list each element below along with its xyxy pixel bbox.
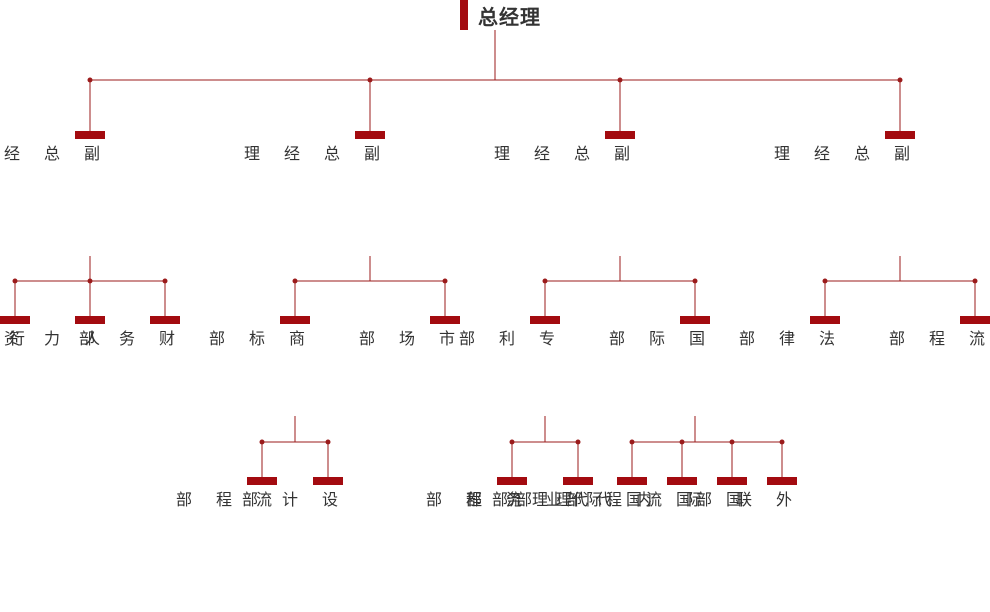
node-marker bbox=[430, 316, 460, 324]
node-marker bbox=[563, 477, 593, 485]
dept-label: 商标部 bbox=[206, 330, 305, 355]
node-marker bbox=[0, 316, 30, 324]
node-marker bbox=[960, 316, 990, 324]
dept-label: 行政部 bbox=[6, 330, 25, 355]
node-marker bbox=[355, 131, 385, 139]
sub-label: 国际业务部 bbox=[463, 491, 642, 516]
sub-label: 国际流程部 bbox=[563, 491, 742, 516]
node-marker bbox=[247, 477, 277, 485]
node-marker bbox=[75, 316, 105, 324]
dept-label: 人力资源部 bbox=[1, 330, 100, 355]
node-marker bbox=[150, 316, 180, 324]
dept-label: 法律部 bbox=[736, 330, 835, 355]
ceo-node: 总经理 bbox=[460, 0, 541, 30]
node-marker bbox=[885, 131, 915, 139]
dept-label: 专利部 bbox=[456, 330, 555, 355]
node-marker bbox=[530, 316, 560, 324]
node-marker bbox=[767, 477, 797, 485]
node-marker bbox=[75, 131, 105, 139]
dept-label: 流程部 bbox=[886, 330, 985, 355]
ceo-label: 总经理 bbox=[478, 4, 541, 29]
node-marker bbox=[667, 477, 697, 485]
dept-label: 国际部 bbox=[606, 330, 705, 355]
sub-label: 外联部 bbox=[693, 491, 792, 516]
dept-label: 市场部 bbox=[356, 330, 455, 355]
ceo-marker bbox=[460, 0, 468, 30]
node-marker bbox=[280, 316, 310, 324]
node-marker bbox=[605, 131, 635, 139]
sub-label: 国内代理部 bbox=[513, 491, 692, 516]
node-marker bbox=[717, 477, 747, 485]
vp-label-3: 副总经理 bbox=[491, 145, 630, 170]
node-marker bbox=[497, 477, 527, 485]
node-marker bbox=[810, 316, 840, 324]
sub-label: 流程部 bbox=[173, 491, 272, 516]
sub-label: 代理部 bbox=[489, 491, 588, 516]
sub-label: 流程部 bbox=[423, 491, 522, 516]
node-marker bbox=[680, 316, 710, 324]
sub-label: 设计部 bbox=[239, 491, 338, 516]
vp-label-2: 副总经理 bbox=[241, 145, 380, 170]
vp-label-4: 副总经理 bbox=[771, 145, 910, 170]
dept-label: 财务部 bbox=[76, 330, 175, 355]
vp-label-1: 副总经理 bbox=[1, 145, 100, 170]
node-marker bbox=[313, 477, 343, 485]
node-marker bbox=[617, 477, 647, 485]
